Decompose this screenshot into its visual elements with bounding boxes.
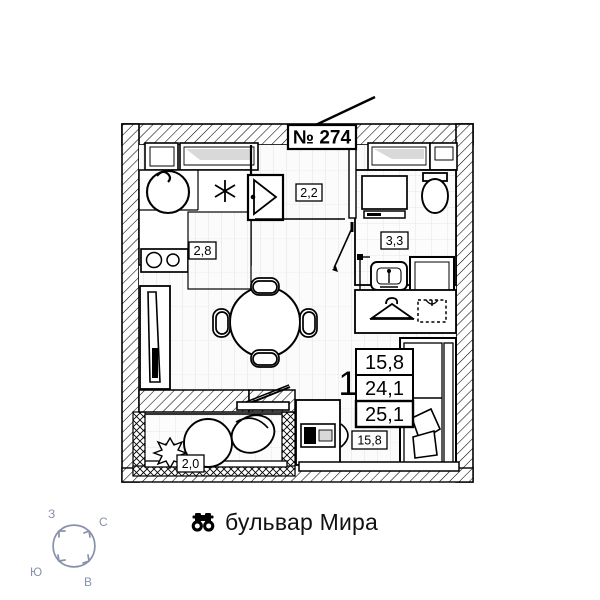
bathroom-room: [332, 144, 457, 301]
kitchen-area-value: 2,8: [193, 243, 211, 258]
living-room-area-value: 15,8: [357, 434, 381, 448]
balcony-area-value: 2,0: [182, 457, 199, 471]
kitchen-area-label: 2,8: [188, 241, 217, 260]
bathroom-area-label: 3,3: [380, 231, 409, 250]
living-area-value: 15,8: [365, 352, 404, 374]
hob-icon: [214, 180, 236, 202]
compass-south-label: Ю: [30, 565, 42, 579]
hanger-icon: [369, 297, 415, 320]
compass-rose: З С Ю В: [28, 500, 120, 592]
desk-area: [295, 399, 349, 466]
living-room: [139, 277, 318, 390]
rooms-count-value: 1: [339, 365, 358, 403]
compass-north-label: С: [99, 515, 108, 529]
binoculars-icon: [191, 513, 215, 532]
windows-top: [144, 142, 458, 171]
apartment-number-plate: № 274: [286, 123, 358, 151]
compass-west-label: З: [48, 507, 55, 521]
sofa-bed: [399, 337, 457, 469]
apartment-number-value: № 274: [293, 128, 352, 149]
living-room-area-label: 15,8: [351, 430, 388, 450]
street-label: бульвар Мира: [190, 502, 378, 542]
window-bottom: [298, 461, 460, 472]
wardrobe-niche: [354, 289, 457, 334]
area-summary-block: 1 15,8 24,1 25,1: [339, 348, 415, 429]
balcony-area-label: 2,0: [176, 454, 205, 473]
total-area-excl-value: 24,1: [365, 378, 404, 400]
kitchen-room: [138, 169, 252, 290]
balcony-door: [236, 384, 291, 411]
dining-chairs: [212, 277, 318, 368]
hall-area-label: 2,2: [295, 183, 323, 202]
bathroom-area-value: 3,3: [386, 234, 403, 248]
entry-hall: [246, 145, 345, 222]
compass-east-label: В: [84, 575, 92, 589]
street-name: бульвар Мира: [225, 508, 378, 535]
hall-area-value: 2,2: [300, 186, 317, 200]
total-area-incl-value: 25,1: [365, 404, 404, 426]
balcony: [132, 389, 296, 477]
